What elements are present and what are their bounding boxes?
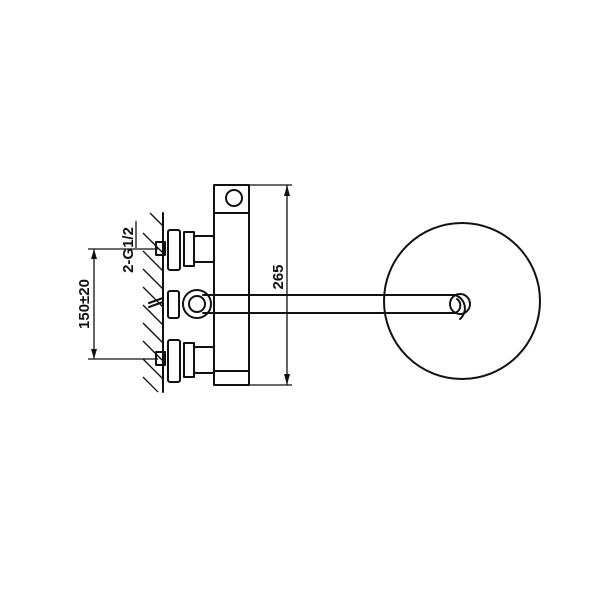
height-dimension-label: 265 — [270, 264, 287, 289]
thread-callout: 2-G1/2 — [120, 221, 137, 273]
lower-eccentric-connector — [155, 339, 215, 383]
middle-wall-bracket — [148, 290, 180, 319]
shower-arm — [182, 289, 466, 320]
upper-eccentric-connector — [155, 229, 215, 271]
mixer-body — [213, 184, 250, 386]
shower-head — [383, 222, 541, 380]
inlet-spacing-label: 150±20 — [76, 279, 93, 329]
inlet-spacing-dimension: 150±20 — [76, 248, 158, 360]
height-dimension: 265 — [249, 184, 292, 386]
thread-label: 2-G1/2 — [120, 227, 137, 273]
